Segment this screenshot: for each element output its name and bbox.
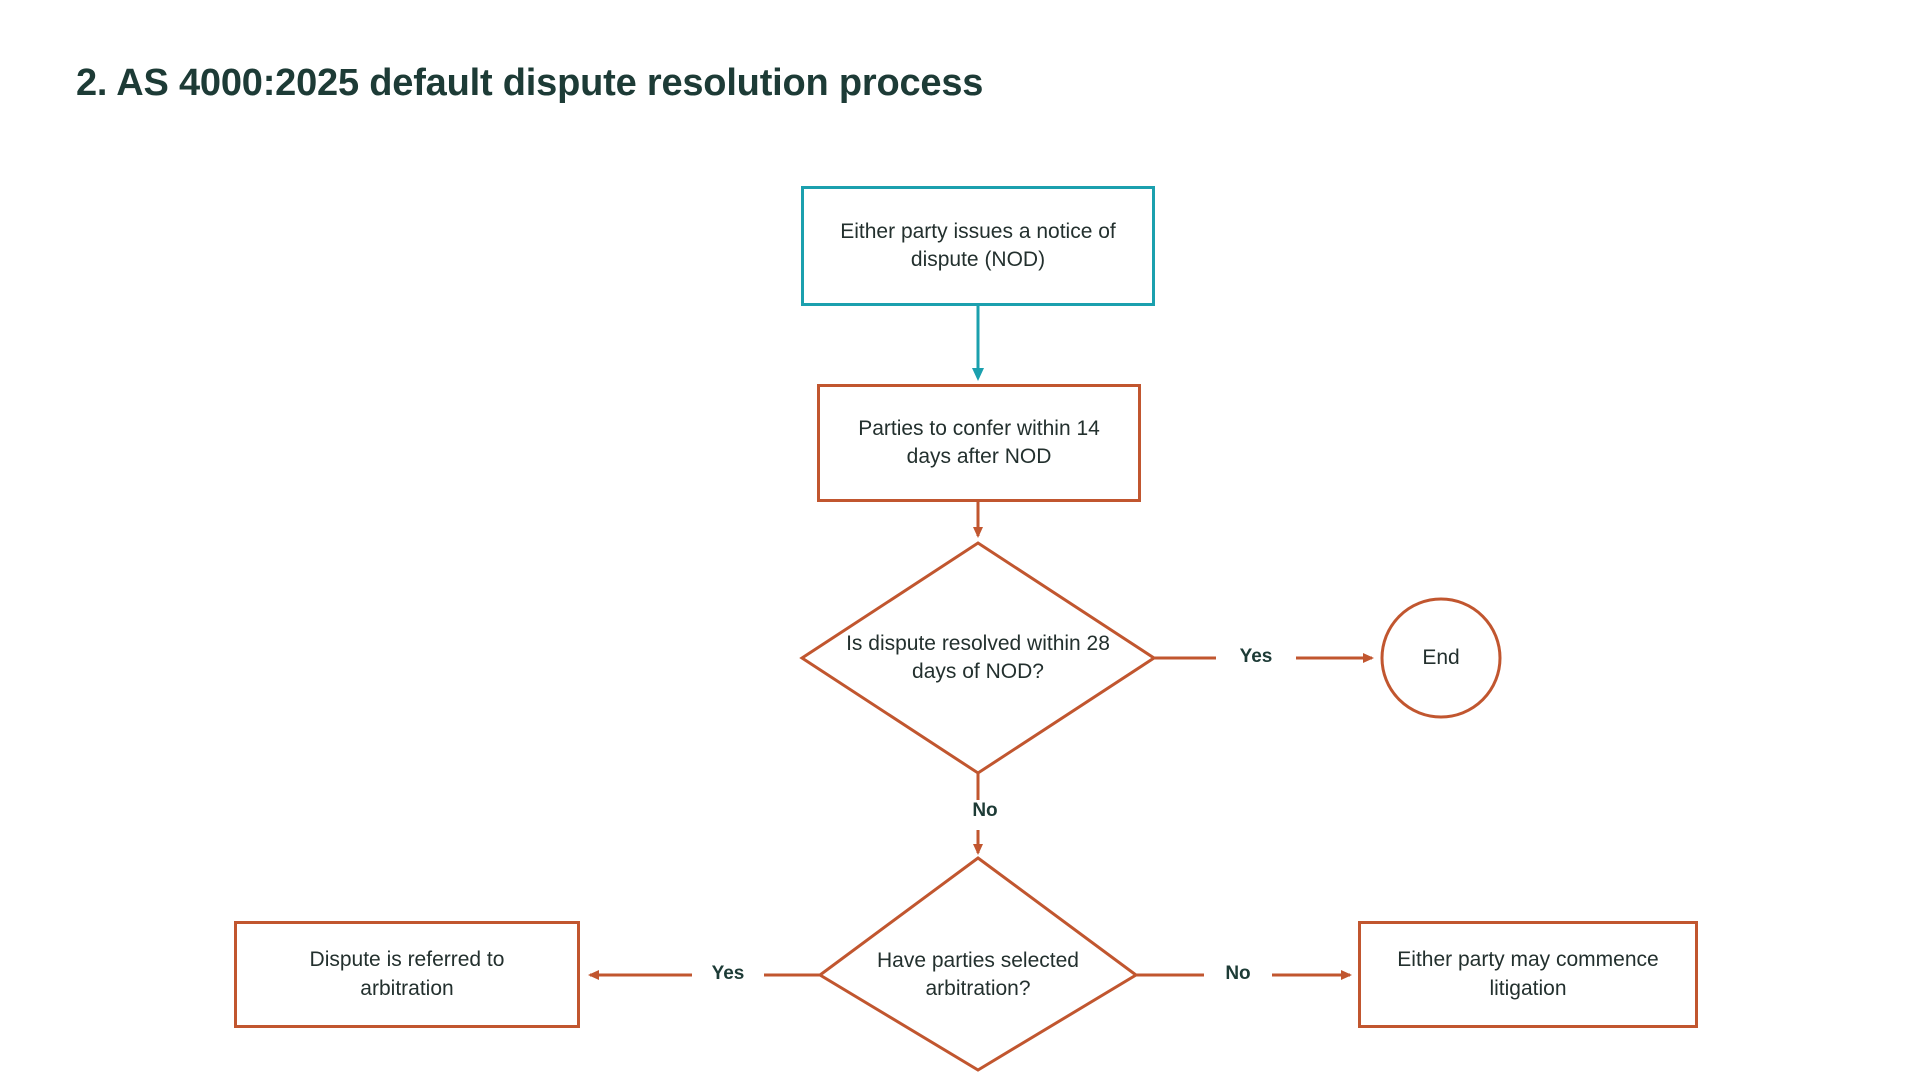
diamond-arbitration-selected [817, 856, 1139, 1072]
node-referred-to-arbitration-label: Dispute is referred to arbitration [309, 948, 505, 1000]
edge-label-resolved-yes: Yes [1216, 646, 1296, 668]
node-notice-of-dispute-label: Either party issues a notice of dispute … [840, 219, 1116, 271]
node-commence-litigation[interactable]: Either party may commence litigation [1358, 921, 1698, 1028]
edge-label-arbitration-yes: Yes [692, 963, 764, 985]
diamond-dispute-resolved [799, 541, 1157, 775]
edge-label-arbitration-no: No [1204, 963, 1272, 985]
node-parties-confer-label: Parties to confer within 14 days after N… [858, 416, 1100, 468]
node-notice-of-dispute[interactable]: Either party issues a notice of dispute … [801, 186, 1155, 306]
node-commence-litigation-label: Either party may commence litigation [1397, 948, 1659, 1000]
node-parties-confer[interactable]: Parties to confer within 14 days after N… [817, 384, 1141, 502]
circle-end-node [1380, 597, 1502, 719]
node-referred-to-arbitration[interactable]: Dispute is referred to arbitration [234, 921, 580, 1028]
edge-label-resolved-no: No [952, 800, 1018, 822]
page-title: 2. AS 4000:2025 default dispute resoluti… [76, 62, 984, 104]
